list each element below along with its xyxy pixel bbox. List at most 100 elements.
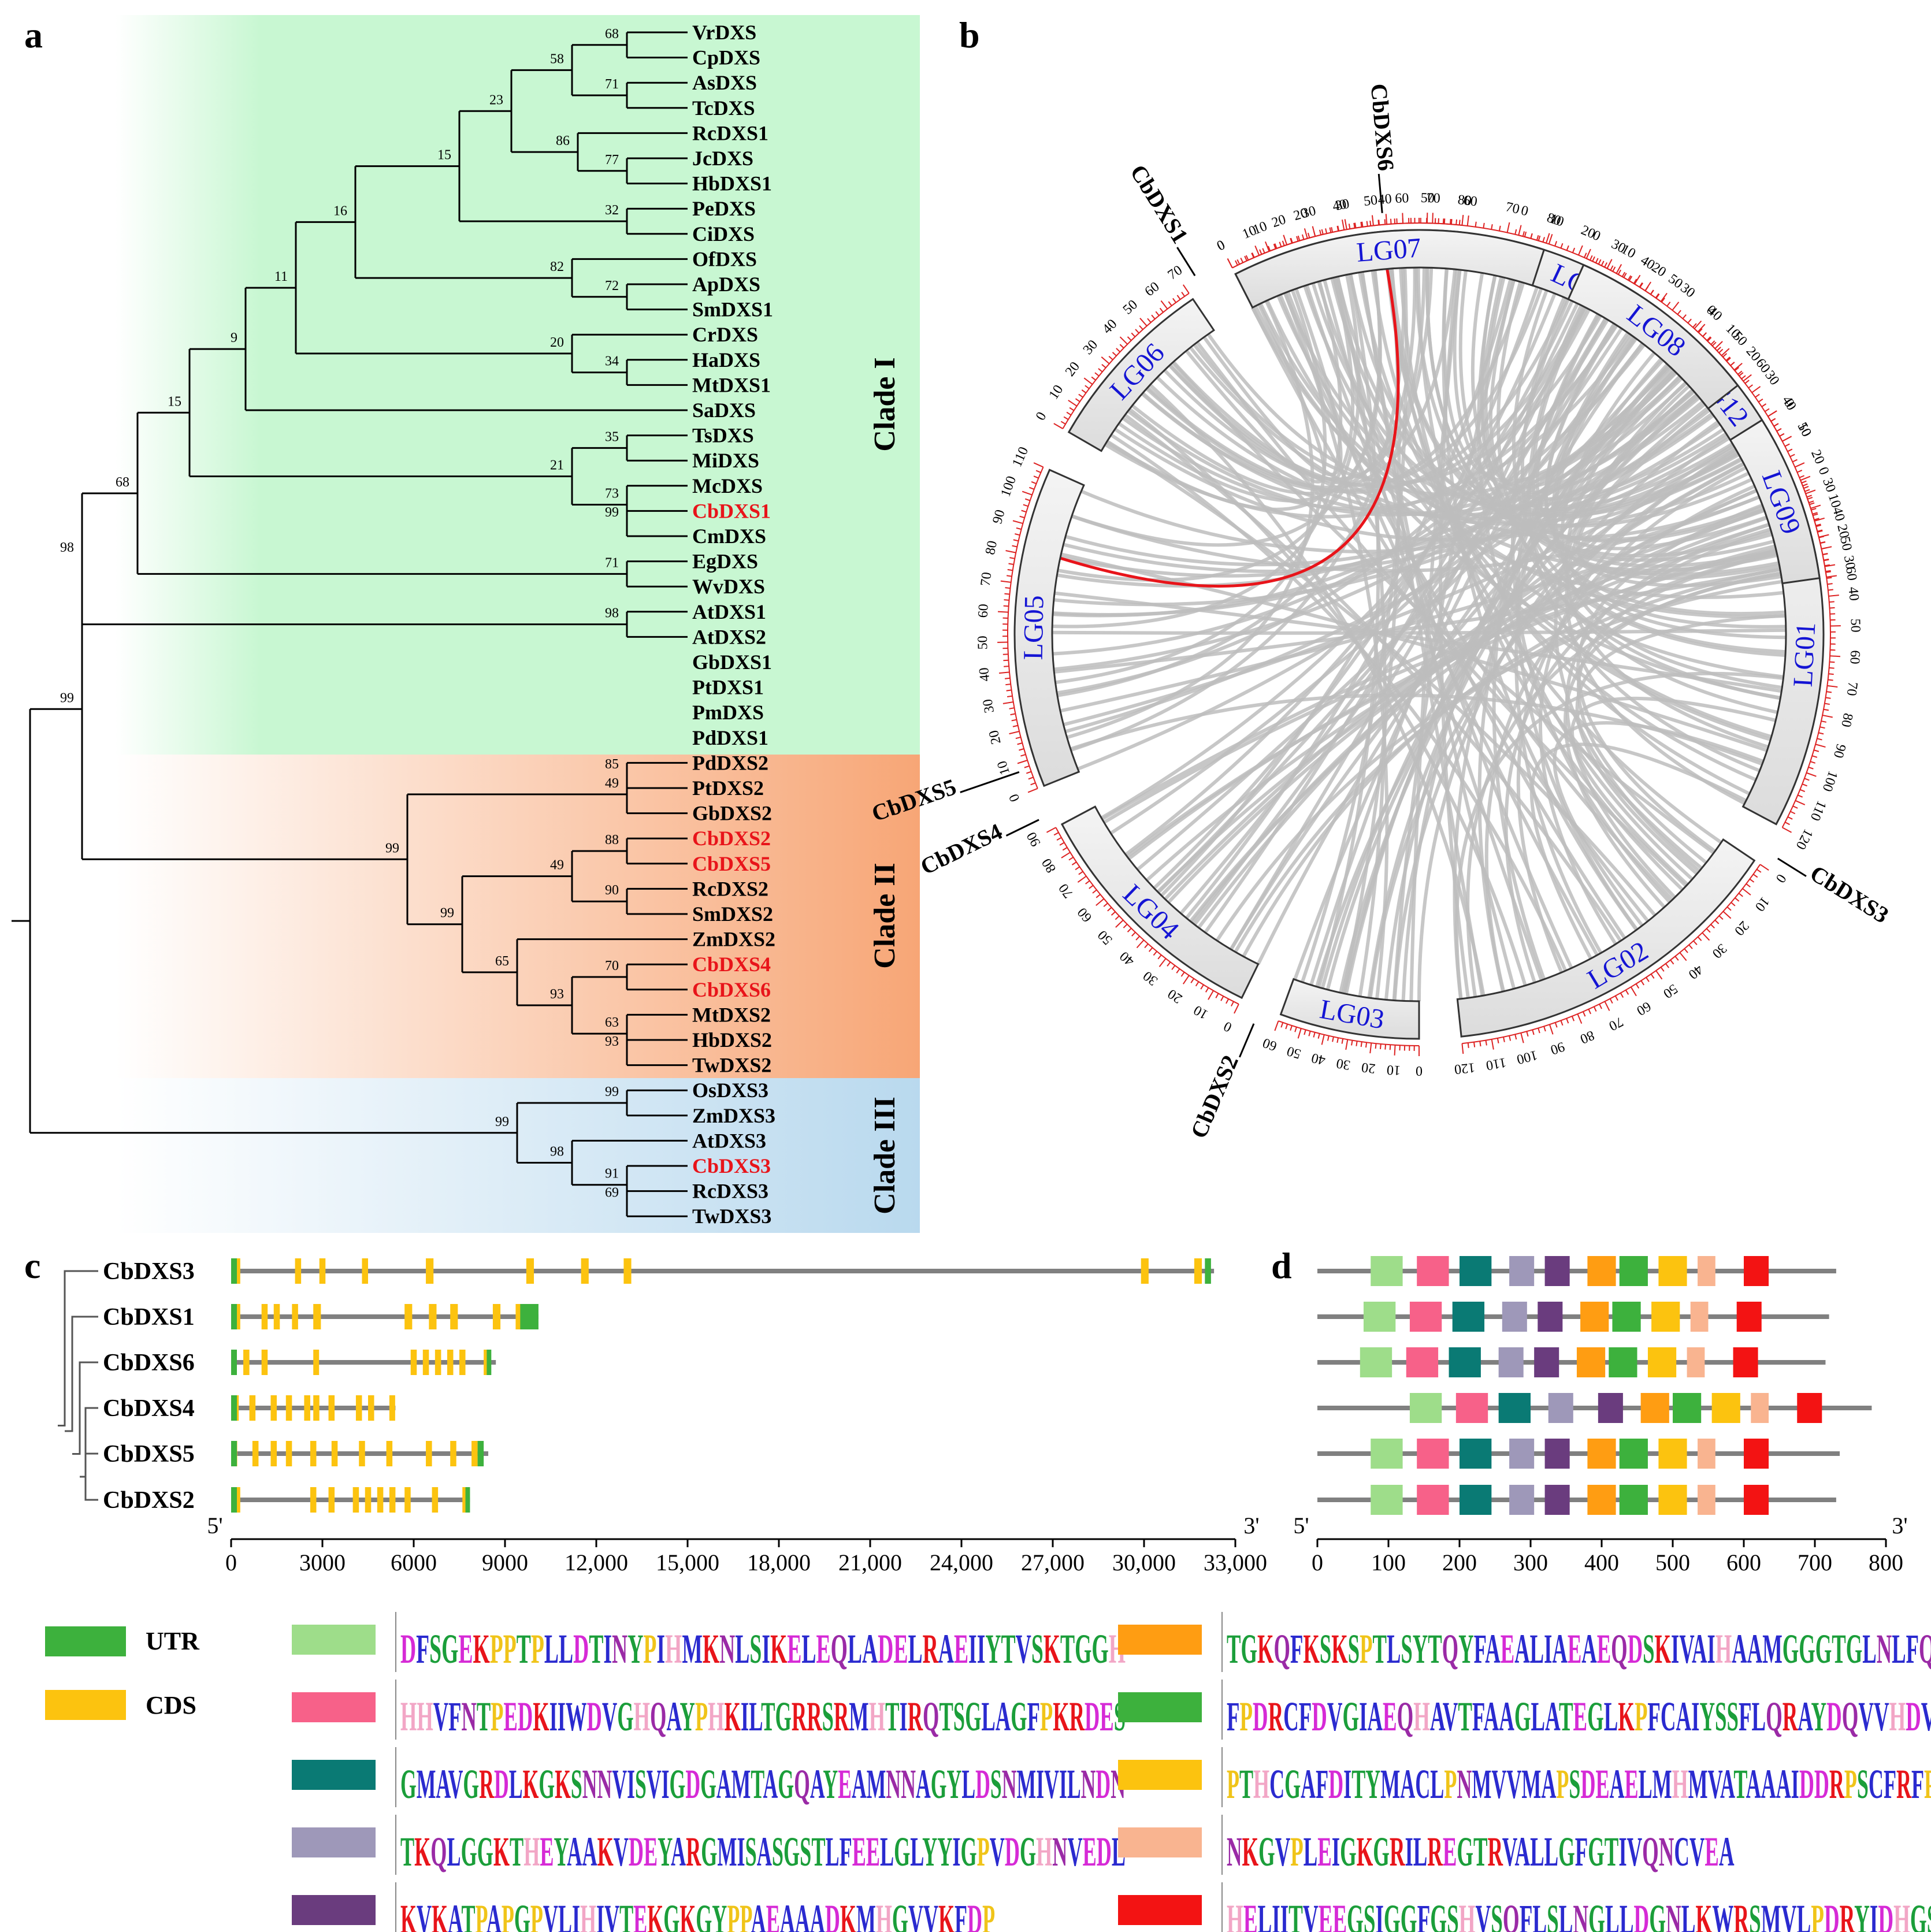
gene-label: CbDXS6 [1366, 83, 1399, 172]
tick-mark [1767, 410, 1777, 417]
tick-mark [1635, 983, 1640, 989]
tick-mark [1623, 273, 1627, 278]
three-prime-label: 3' [1892, 1513, 1907, 1539]
utr-segment [231, 1395, 237, 1421]
tick-mark [1730, 362, 1735, 366]
leaf-label: SmDXS1 [692, 298, 773, 321]
tick-mark [1015, 533, 1020, 536]
bootstrap-value: 99 [60, 690, 74, 705]
leaf-label: ZmDXS3 [692, 1104, 775, 1127]
bootstrap-value: 71 [605, 77, 619, 92]
cds-exon [295, 1258, 302, 1284]
tick-label: 50 [1363, 192, 1379, 209]
synteny-link [1060, 508, 1765, 713]
tick-mark [1666, 302, 1671, 307]
tick-mark [1010, 713, 1016, 716]
tick-mark [1755, 393, 1760, 398]
motif-box [1460, 1485, 1492, 1515]
tick-mark [1024, 765, 1030, 768]
cds-exon [328, 1487, 335, 1513]
tick-label: 90 [990, 508, 1008, 525]
motif-box [1363, 1302, 1396, 1332]
tick-label: 70 [1844, 681, 1861, 697]
gene-name-label: CbDXS1 [103, 1304, 195, 1331]
cds-exon [581, 1258, 589, 1284]
axis-tick-label: 600 [1726, 1550, 1761, 1576]
tick-label: 60 [1843, 566, 1859, 581]
tick-mark [1017, 742, 1023, 745]
tick-mark [1823, 708, 1829, 711]
tick-mark [1804, 489, 1810, 492]
tick-mark [1639, 282, 1643, 288]
tick-label: 80 [1457, 192, 1473, 209]
bootstrap-value: 98 [60, 540, 74, 555]
tick-mark [1598, 259, 1602, 265]
tick-label: 60 [975, 604, 991, 618]
tick-mark [1432, 213, 1434, 224]
tick-mark [1167, 961, 1171, 967]
synteny-link [1251, 306, 1650, 923]
chromosome-arc [1279, 978, 1420, 1040]
bootstrap-value: 72 [605, 278, 619, 293]
motif-box [1690, 1302, 1709, 1332]
bootstrap-value: 98 [550, 1145, 564, 1160]
tick-mark [1542, 237, 1546, 243]
tick-mark [1443, 218, 1446, 224]
axis-tick-label: 3000 [299, 1550, 346, 1576]
bootstrap-value: 77 [605, 153, 619, 168]
motif-box [1534, 1347, 1559, 1377]
bootstrap-value: 68 [116, 475, 129, 490]
tick-mark [1530, 233, 1533, 239]
panel-label-d: d [1271, 1245, 1292, 1286]
tick-mark [1172, 298, 1177, 303]
tick-mark [1739, 372, 1744, 377]
tick-mark [1721, 348, 1730, 356]
tick-mark [1514, 1034, 1517, 1040]
tick-mark [1215, 993, 1219, 998]
leaf-label: MtDXS2 [692, 1003, 771, 1026]
motif-logo: GMAVGRDLKGKSNNVISVIGDGAMTAGQAYEAMNNAGYLD… [400, 1761, 1126, 1807]
leaf-label: GbDXS1 [692, 651, 772, 674]
tick-mark [1660, 292, 1668, 302]
tick-mark [1672, 302, 1680, 311]
gene-name-label: CbDXS5 [103, 1441, 195, 1467]
bootstrap-value: 34 [605, 354, 619, 369]
tick-mark [1200, 984, 1204, 990]
tick-mark [1826, 575, 1837, 578]
tick-label: 20 [986, 729, 1004, 745]
cds-exon [285, 1395, 292, 1421]
bootstrap-value: 73 [605, 486, 619, 501]
tick-mark [1710, 340, 1715, 345]
gene-label: CbDXS3 [1806, 860, 1893, 928]
motif-box [1658, 1485, 1687, 1515]
tick-mark [1131, 332, 1136, 337]
synteny-link [1168, 267, 1426, 481]
tick-mark [1274, 1020, 1279, 1031]
leaf-label: CpDXS [692, 46, 760, 69]
cds-exon [292, 1304, 298, 1329]
tick-mark [1714, 919, 1720, 924]
motif-box [1417, 1439, 1449, 1469]
tick-mark [1824, 703, 1830, 705]
tick-mark [1803, 486, 1809, 489]
tick-mark [1455, 219, 1458, 225]
bootstrap-value: 9 [231, 330, 237, 345]
motif-box [1687, 1347, 1705, 1377]
tick-mark [1019, 515, 1025, 519]
tick-mark [1674, 956, 1679, 961]
motif-box [1736, 1302, 1762, 1332]
tick-mark [1085, 880, 1090, 885]
leaf-label: RcDXS3 [692, 1180, 768, 1203]
tick-mark [1148, 947, 1153, 952]
leaf-label: AtDXS1 [692, 600, 766, 623]
tick-mark [1022, 491, 1033, 496]
tick-mark [1127, 928, 1132, 932]
motif-box [1360, 1347, 1392, 1377]
tick-mark [1665, 963, 1670, 968]
motif-box [1587, 1485, 1616, 1515]
tick-label: 10 [1386, 1062, 1401, 1078]
tick-mark [1779, 433, 1785, 437]
tick-label: 60 [1142, 279, 1163, 299]
motif-swatch [292, 1625, 376, 1655]
tick-mark [1817, 530, 1823, 533]
